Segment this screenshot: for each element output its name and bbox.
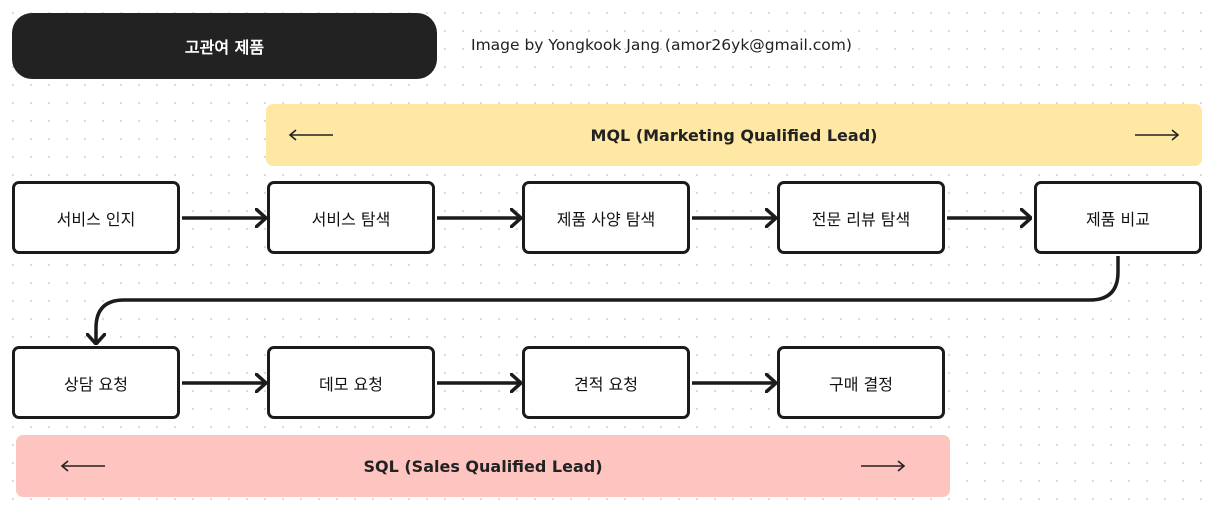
node-label: 구매 결정 <box>829 374 893 394</box>
flow-node-service-awareness: 서비스 인지 <box>12 181 180 254</box>
node-label: 서비스 탐색 <box>311 209 391 229</box>
node-label: 데모 요청 <box>319 374 383 394</box>
mql-band: MQL (Marketing Qualified Lead) <box>266 104 1202 166</box>
sql-left-arrow-icon <box>60 460 105 472</box>
sql-band-label: SQL (Sales Qualified Lead) <box>363 456 603 476</box>
flow-node-service-exploration: 서비스 탐색 <box>267 181 435 254</box>
node-label: 상담 요청 <box>64 374 128 394</box>
diagram-title: 고관여 제품 <box>12 13 437 79</box>
flow-node-consultation-request: 상담 요청 <box>12 346 180 419</box>
mql-left-arrow-icon <box>288 129 333 141</box>
flow-node-product-comparison: 제품 비교 <box>1034 181 1202 254</box>
node-label: 전문 리뷰 탐색 <box>811 209 911 229</box>
image-credit: Image by Yongkook Jang (amor26yk@gmail.c… <box>471 36 852 54</box>
flow-node-purchase-decision: 구매 결정 <box>777 346 945 419</box>
node-label: 견적 요청 <box>574 374 638 394</box>
node-label: 제품 사양 탐색 <box>556 209 656 229</box>
flow-node-spec-exploration: 제품 사양 탐색 <box>522 181 690 254</box>
flow-node-expert-review: 전문 리뷰 탐색 <box>777 181 945 254</box>
flow-node-quote-request: 견적 요청 <box>522 346 690 419</box>
sql-right-arrow-icon <box>861 460 906 472</box>
mql-band-label: MQL (Marketing Qualified Lead) <box>590 125 878 145</box>
node-label: 제품 비교 <box>1086 209 1150 229</box>
node-label: 서비스 인지 <box>56 209 136 229</box>
connector-arrow-row-wrap <box>96 256 1120 344</box>
mql-right-arrow-icon <box>1135 129 1180 141</box>
diagram-title-text: 고관여 제품 <box>184 38 265 57</box>
sql-band: SQL (Sales Qualified Lead) <box>16 435 950 497</box>
flow-node-demo-request: 데모 요청 <box>267 346 435 419</box>
